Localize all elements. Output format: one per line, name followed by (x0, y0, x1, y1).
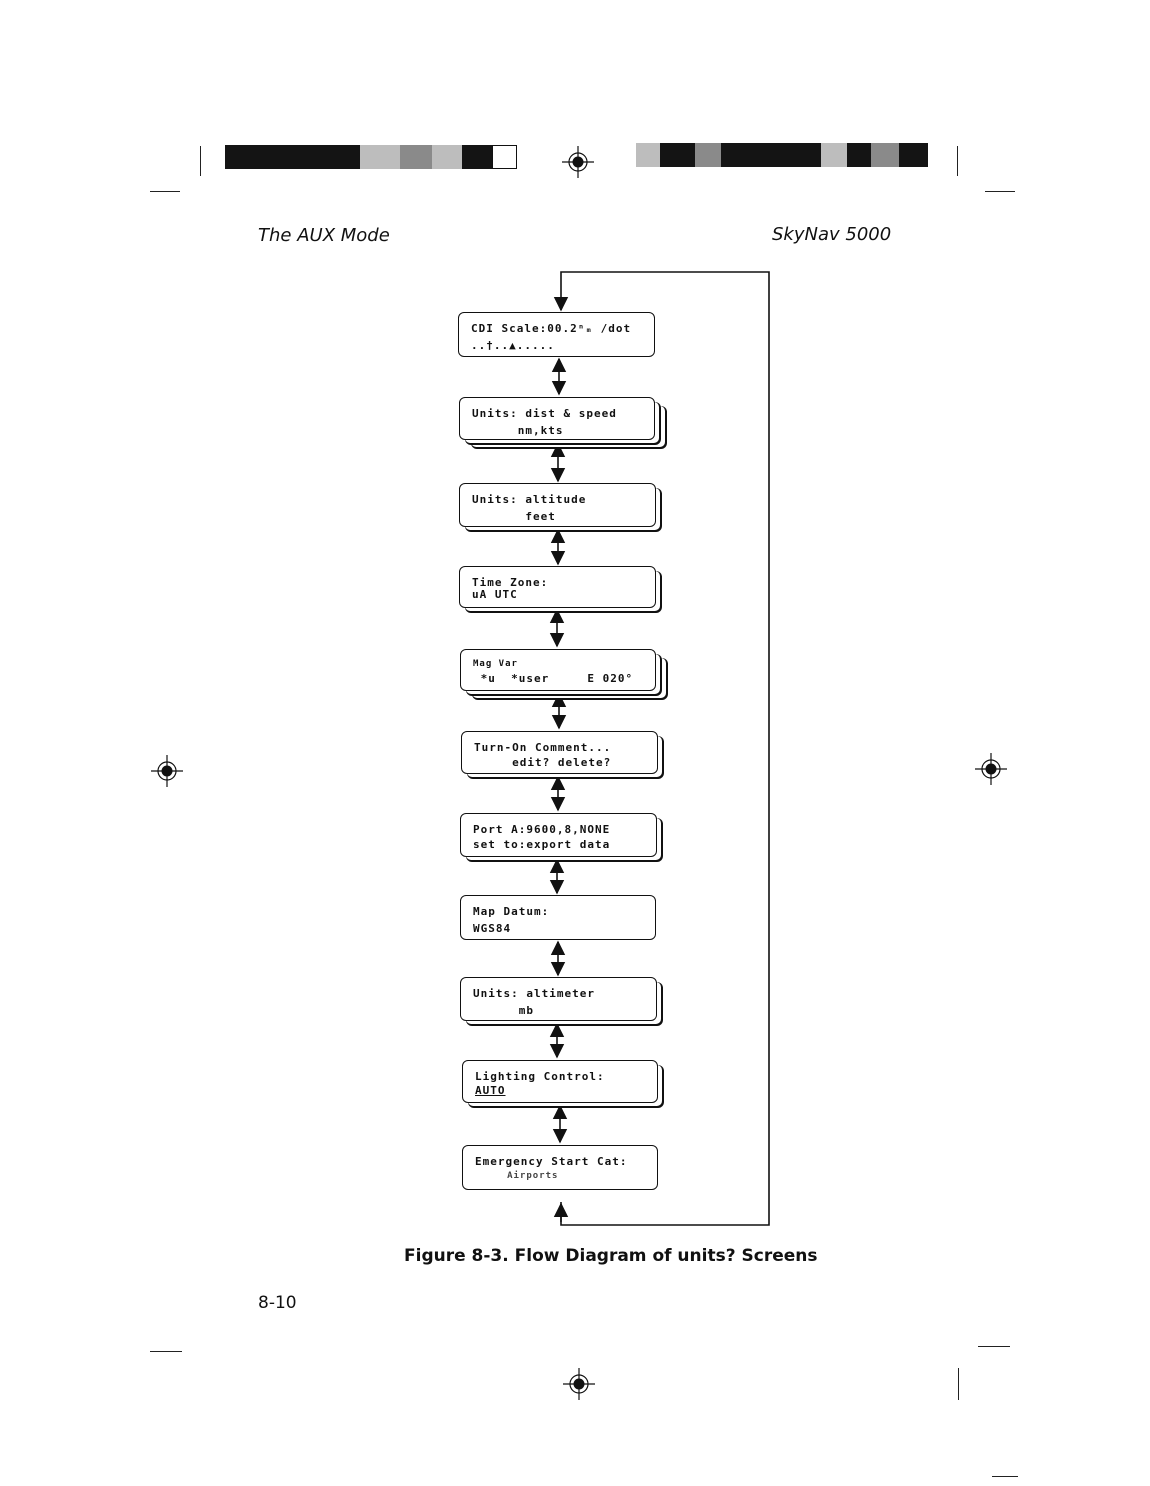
lcd-line-1: Units: dist & speed (472, 407, 617, 420)
lcd-screen-units-dist-speed: Units: dist & speed nm,kts (459, 397, 655, 440)
lcd-line-2: uA UTC (472, 588, 518, 601)
crosshair-icon (975, 753, 1007, 785)
lcd-line-1: Emergency Start Cat: (475, 1155, 628, 1168)
lcd-line-1: Time Zone: (472, 576, 549, 589)
lcd-line-2: Airports (475, 1171, 559, 1181)
crosshair-icon (151, 755, 183, 787)
lcd-screen-units-altitude: Units: altitude feet (459, 483, 656, 527)
lcd-screen-turn-on-comment: Turn-On Comment... edit? delete? (461, 731, 658, 774)
lcd-line-2: ..†..▲..... (471, 339, 555, 352)
lcd-line-2: AUTO (475, 1084, 506, 1097)
registration-bar-right (636, 143, 928, 167)
lcd-line-2: edit? delete? (474, 756, 612, 769)
lcd-screen-emergency-start-cat: Emergency Start Cat: Airports (462, 1145, 658, 1190)
lcd-line-2: mb (473, 1004, 534, 1017)
crosshair-icon (562, 146, 594, 178)
page-number: 8-10 (258, 1293, 297, 1313)
lcd-screen-mag-var: Mag Var *u *user E 020° (460, 649, 656, 691)
lcd-screen-lighting-control: Lighting Control: AUTO (462, 1060, 658, 1103)
crop-mark (150, 1351, 182, 1352)
lcd-line-1: Units: altimeter (473, 987, 595, 1000)
lcd-line-1: Map Datum: (473, 905, 550, 918)
lcd-line-2: nm,kts (472, 424, 564, 437)
lcd-line-1: Turn-On Comment... (474, 741, 612, 754)
crop-mark (978, 1346, 1010, 1347)
crop-mark (150, 191, 180, 192)
figure-caption: Figure 8-3. Flow Diagram of units? Scree… (404, 1246, 818, 1266)
lcd-line-2: *u *user E 020° (473, 672, 634, 685)
crop-mark (200, 146, 201, 176)
crop-mark (957, 146, 958, 176)
lcd-screen-time-zone: Time Zone: uA UTC (459, 566, 656, 608)
lcd-line-2: WGS84 (473, 922, 512, 935)
lcd-line-1: Port A:9600,8,NONE (473, 823, 611, 836)
lcd-line-2: feet (472, 510, 556, 523)
crosshair-icon (563, 1368, 595, 1400)
crop-mark (992, 1476, 1018, 1477)
header-chapter-title: The AUX Mode (258, 225, 390, 246)
crop-mark (985, 191, 1015, 192)
lcd-line-1: Mag Var (473, 659, 518, 669)
crop-mark (958, 1368, 959, 1400)
lcd-line-1: CDI Scale:00.2ⁿₘ /dot (471, 322, 632, 335)
lcd-screen-port-a: Port A:9600,8,NONE set to:export data (460, 813, 657, 857)
header-product-name: SkyNav 5000 (772, 224, 892, 245)
lcd-screen-cdi-scale: CDI Scale:00.2ⁿₘ /dot ..†..▲..... (458, 312, 655, 357)
lcd-screen-units-altimeter: Units: altimeter mb (460, 977, 657, 1021)
lcd-line-1: Lighting Control: (475, 1070, 605, 1083)
lcd-line-1: Units: altitude (472, 493, 587, 506)
lcd-screen-map-datum: Map Datum: WGS84 (460, 895, 656, 940)
lcd-line-2: set to:export data (473, 838, 611, 851)
registration-bar-left (225, 145, 517, 169)
